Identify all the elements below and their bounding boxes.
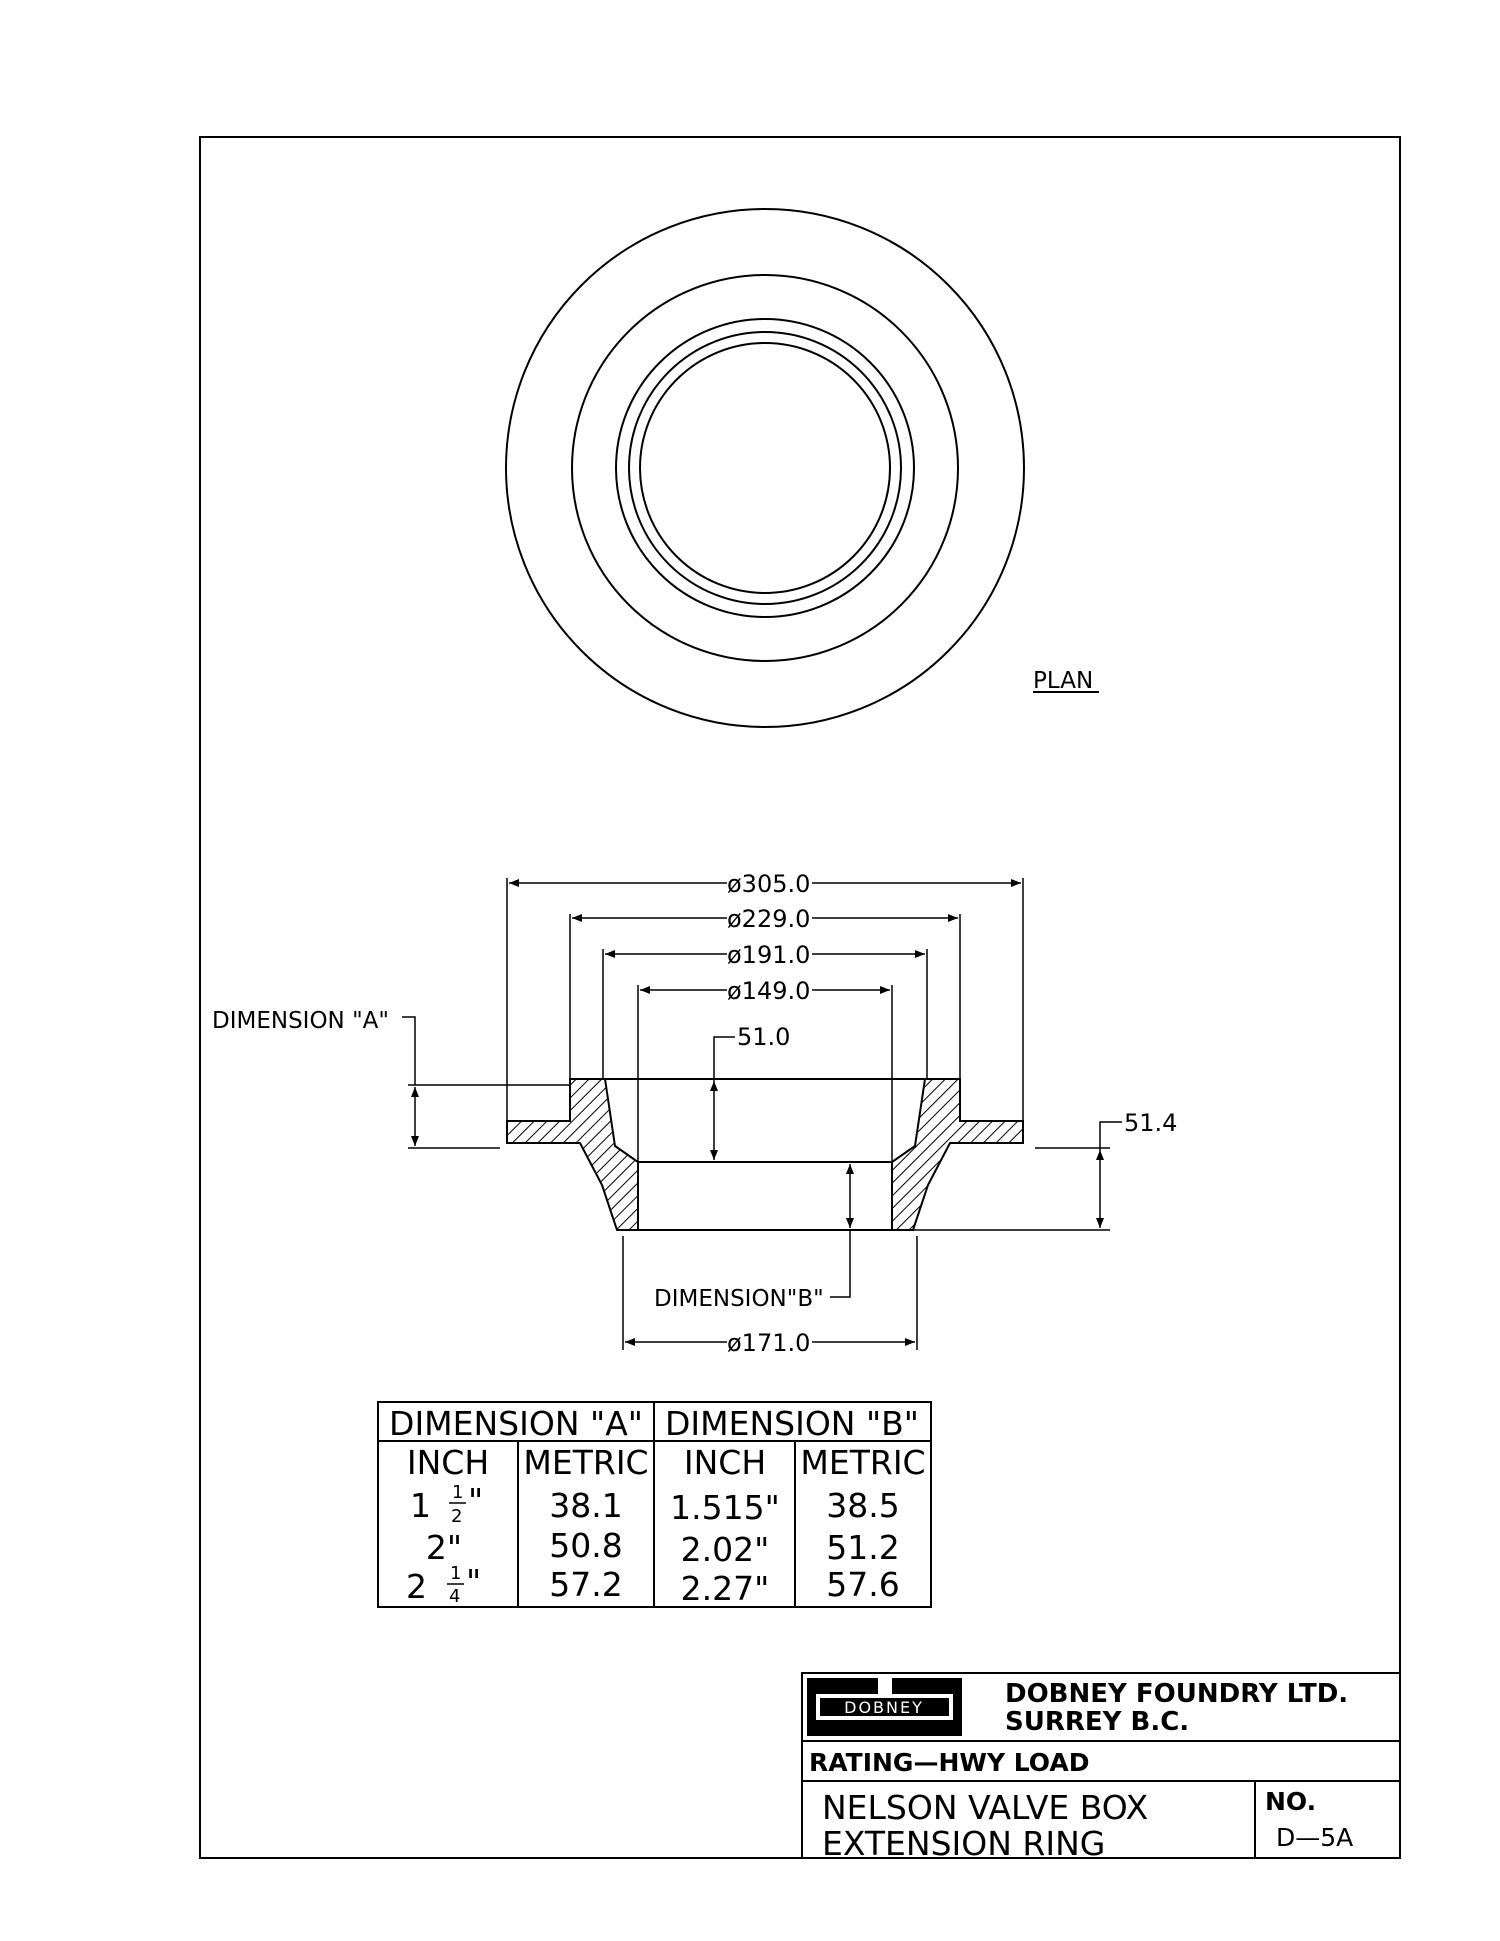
dim-229: ø229.0 [727,905,810,933]
row3-a-inch-whole: 2 [406,1567,427,1606]
row1-a-inch-num: 1 [452,1482,463,1503]
row3-a-metric: 57.2 [549,1565,622,1604]
row3-a-inch-den: 4 [449,1586,460,1607]
dim-149: ø149.0 [727,977,810,1005]
dim-191: ø191.0 [727,941,810,969]
company-name: DOBNEY FOUNDRY LTD. [1005,1679,1348,1709]
row1-a-metric: 38.1 [549,1486,622,1525]
logo-text: DOBNEY [844,1698,924,1717]
drawing-title-line1: NELSON VALVE BOX [822,1788,1148,1827]
drawing-title-line2: EXTENSION RING [822,1824,1105,1863]
table-sub-b-inch: INCH [684,1443,766,1482]
row1-b-metric: 38.5 [826,1486,899,1525]
row2-a-inch: 2" [426,1528,462,1567]
dobney-logo: DOBNEY [807,1678,962,1736]
plan-view: PLAN [505,208,1099,728]
row1-a-inch-whole: 1 [410,1486,431,1525]
section-view: ø305.0 ø229.0 ø191.0 ø149.0 51.0 51.4 DI… [212,870,1177,1357]
row3-b-inch: 2.27" [681,1569,770,1608]
table-head-a: DIMENSION "A" [389,1404,643,1443]
dimension-table: DIMENSION "A" DIMENSION "B" INCH METRIC … [377,1401,932,1608]
company-location: SURREY B.C. [1005,1707,1189,1737]
row2-a-metric: 50.8 [549,1526,622,1565]
dim-171: ø171.0 [727,1329,810,1357]
table-sub-a-metric: METRIC [523,1443,648,1482]
table-head-b: DIMENSION "B" [665,1404,919,1443]
row2-b-metric: 51.2 [826,1528,899,1567]
row1-b-inch: 1.515" [670,1488,780,1527]
plan-label: PLAN [1033,668,1093,694]
table-sub-a-inch: INCH [407,1443,489,1482]
row2-b-inch: 2.02" [681,1530,770,1569]
dim-51-0: 51.0 [737,1023,790,1051]
dim-305: ø305.0 [727,870,810,898]
row3-a-inch-mark: " [466,1562,481,1601]
dim-51-4: 51.4 [1124,1109,1177,1137]
row1-a-inch-den: 2 [451,1506,462,1527]
dim-b-label: DIMENSION"B" [654,1286,824,1312]
table-sub-b-metric: METRIC [800,1443,925,1482]
section-right-wall [891,1078,1024,1231]
dim-a-label: DIMENSION "A" [212,1008,389,1034]
sheet-border [199,136,1401,1859]
row1-a-inch-mark: " [468,1481,483,1520]
section-left-wall [506,1078,639,1231]
drawing-no-label: NO. [1265,1787,1316,1816]
title-block: DOBNEY DOBNEY FOUNDRY LTD. SURREY B.C. R… [801,1672,1401,1863]
row3-b-metric: 57.6 [826,1565,899,1604]
row3-a-inch-num: 1 [450,1563,461,1584]
rating-label: RATING—HWY LOAD [809,1748,1089,1777]
drawing-no-value: D—5A [1276,1823,1353,1852]
